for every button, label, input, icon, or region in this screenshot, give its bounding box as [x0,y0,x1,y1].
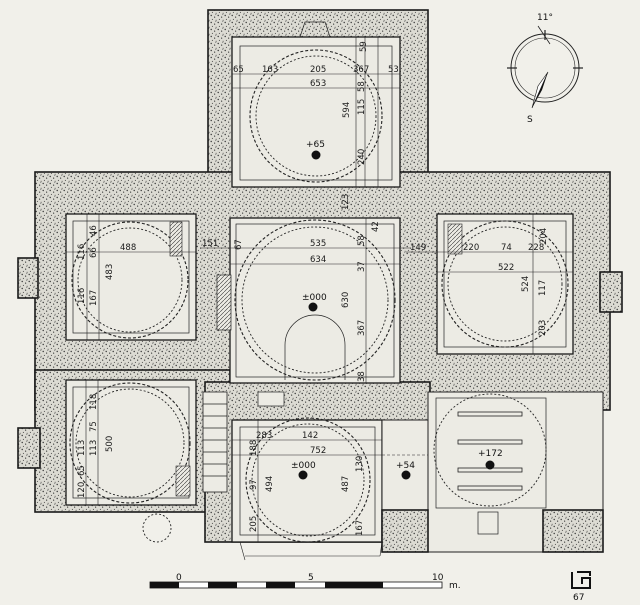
dim-label: 488 [120,243,136,253]
dim-label: 116 [77,288,87,304]
signature: 67 [571,571,591,603]
north-arrow: S 11° [507,13,583,125]
dim-label: 58 [357,235,367,246]
dim-label: 283 [256,431,272,441]
dim-label: 204 [539,228,549,244]
dim-label: 37 [357,261,367,272]
north-arrow-label: S [527,115,533,125]
scale-unit: m. [449,581,461,591]
dim-label: 130 [355,456,365,472]
dim-label: 123 [341,194,351,210]
dim-label: 483 [105,264,115,280]
central-hall: 535 634 151 67 42 58 37 630 367 38 ±000 [200,217,410,384]
dim-label: 522 [498,263,514,273]
east-upper-room: 149 220 74 228 204 522 524 117 203 [406,213,574,355]
dim-label: 228 [528,243,544,253]
dim-label: 634 [310,255,326,265]
portico: +172 [381,391,604,553]
level-mark-passage: +54 [396,461,415,471]
dim-label: 630 [341,292,351,308]
dim-label: 117 [538,280,548,296]
dim-label: 149 [410,243,426,253]
dim-label: 65 [77,465,87,476]
dim-label: 116 [77,244,87,260]
dim-label: 752 [310,446,326,456]
dim-label: 113 [89,440,99,456]
dim-label: 42 [371,221,381,232]
dim-label: 163 [262,65,278,75]
dim-label: 75 [89,421,99,432]
dim-label: 205 [310,65,326,75]
dim-label: 535 [310,239,326,249]
staircase [202,391,285,493]
dim-label: 59 [359,41,369,52]
level-mark-portico: +172 [478,449,503,459]
dim-label: 167 [89,290,99,306]
scale-tick-10: 10 [432,573,444,583]
dim-label: 205 [249,516,259,532]
dim-label: 38 [357,371,367,382]
level-mark-south: ±000 [291,461,316,471]
dim-label: 67 [234,239,244,250]
dim-label: 188 [249,440,259,456]
signature-year: 67 [573,593,584,603]
dim-label: 46 [89,225,99,236]
dim-label: 367 [357,320,367,336]
dim-label: 167 [355,520,365,536]
dim-label: 151 [202,239,218,249]
dim-label: 120 [77,482,87,498]
scale-bar: 0 5 10 m. [149,573,461,591]
dim-label: 500 [105,436,115,452]
west-upper-room: 488 46 66 116 483 167 116 [65,213,197,341]
dim-label: 118 [89,394,99,410]
dim-label: 58 [357,81,367,92]
dim-label: 494 [265,476,275,492]
west-lower-room: 118 75 113 500 113 65 120 [65,379,197,543]
north-room: 65 163 205 367 53 653 594 115 240 58 59 … [231,21,401,210]
dim-label: 203 [538,320,548,336]
dim-label: 240 [357,149,367,165]
dim-label: 113 [77,440,87,456]
dim-label: 220 [463,243,479,253]
dim-label: 53 [388,65,399,75]
north-arrow-angle: 11° [537,13,553,23]
dim-label: 367 [353,65,369,75]
dim-label: 524 [521,276,531,292]
scale-tick-5: 5 [308,573,314,583]
dim-label: 594 [342,102,352,118]
dim-label: 115 [357,99,367,115]
level-mark-center: ±000 [302,293,327,303]
dim-label: 66 [89,247,99,258]
dim-label: 653 [310,79,326,89]
level-mark-north: +65 [306,140,325,150]
dim-label: 142 [302,431,318,441]
south-room: 283 142 387 752 188 494 487 130 97 205 1… [231,417,425,561]
dim-label: 74 [501,243,512,253]
dim-label: 65 [233,65,244,75]
dim-label: 97 [249,479,259,490]
dim-label: 487 [341,476,351,492]
scale-tick-0: 0 [176,573,182,583]
